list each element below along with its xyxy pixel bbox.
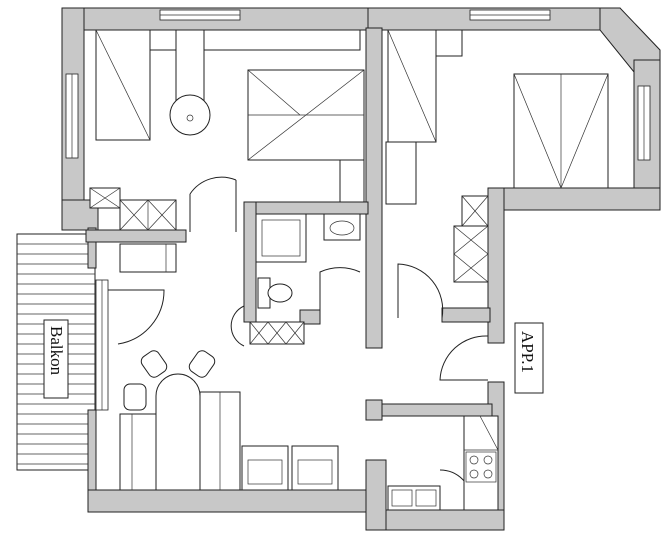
door-right-bedroom	[397, 263, 444, 319]
kitchen	[387, 415, 499, 511]
stove	[465, 451, 497, 483]
desk	[175, 29, 205, 101]
balcony-label-text: Balkon	[47, 326, 66, 376]
sideboard	[119, 243, 177, 273]
balcony-label: Balkon	[43, 319, 69, 399]
sink	[323, 213, 361, 241]
corner-bench	[119, 413, 157, 491]
living-furniture	[119, 243, 339, 491]
kitchen-sink	[387, 485, 441, 511]
armchair	[241, 445, 289, 491]
left-bedroom-furniture	[89, 29, 365, 231]
door-entrance	[439, 335, 489, 381]
dining-chair	[140, 350, 168, 378]
toilet	[267, 283, 293, 303]
cabinet	[453, 225, 489, 283]
door-balcony	[108, 289, 165, 345]
dining-chair	[188, 350, 216, 378]
interior-walls	[85, 27, 493, 421]
kitchen-counter	[463, 415, 499, 511]
shower	[255, 213, 307, 263]
door-left-bedroom	[189, 176, 237, 232]
bathroom	[230, 213, 361, 347]
dining-chair	[123, 383, 147, 411]
apartment-label-text: APP.1	[518, 331, 537, 373]
doors	[108, 176, 489, 503]
balcony	[16, 233, 96, 471]
apartment-label: APP.1	[514, 322, 544, 394]
nightstand	[339, 159, 365, 203]
windows	[65, 9, 651, 411]
right-bedroom-furniture	[385, 29, 609, 283]
door-bathroom	[319, 267, 361, 320]
dining-table	[155, 373, 201, 491]
armchair	[291, 445, 339, 491]
